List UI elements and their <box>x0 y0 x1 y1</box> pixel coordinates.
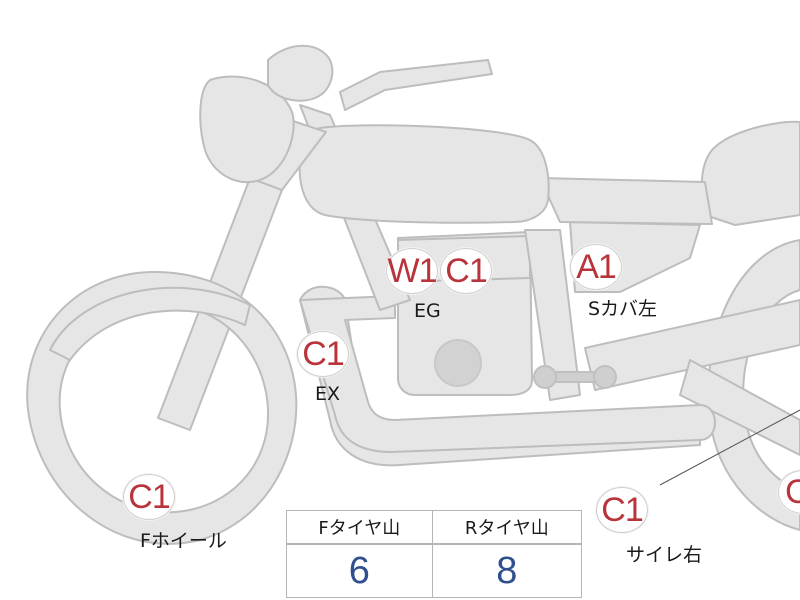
label-cover-left: Sカバ左 <box>588 298 658 320</box>
engine-cover <box>434 339 482 387</box>
header-rear-tire: Rタイヤ山 <box>431 510 583 545</box>
rear-frame <box>539 177 713 225</box>
label-eg: EG <box>414 300 441 322</box>
leader-line <box>659 409 800 486</box>
marker-exhaust[interactable]: C1 <box>297 331 349 377</box>
header-front-tire: Fタイヤ山 <box>286 510 433 545</box>
marker-eg-c[interactable]: C1 <box>440 248 492 294</box>
label-front-wheel: Fホイール <box>140 530 227 552</box>
fuel-tank <box>298 124 550 224</box>
main-frame <box>524 229 581 401</box>
front-fender <box>49 286 251 361</box>
marker-eg-w[interactable]: W1 <box>386 248 438 294</box>
seat <box>700 120 800 226</box>
marker-cover-left[interactable]: A1 <box>570 244 622 290</box>
marker-rear-wheel[interactable]: C <box>778 470 800 514</box>
marker-front-wheel[interactable]: C1 <box>123 474 175 520</box>
exhaust-pipe <box>299 295 716 453</box>
marker-muffler-right[interactable]: C1 <box>596 487 648 533</box>
value-rear-tire[interactable]: 8 <box>431 543 583 598</box>
label-muffler-right: サイレ右 <box>626 544 703 566</box>
tire-tread-table: Fタイヤ山 Rタイヤ山 6 8 <box>286 510 583 598</box>
handlebar <box>339 59 493 111</box>
value-front-tire[interactable]: 6 <box>286 543 433 598</box>
headlight-shell <box>267 44 334 102</box>
label-exhaust: EX <box>315 383 341 405</box>
rear-shock <box>679 359 800 456</box>
